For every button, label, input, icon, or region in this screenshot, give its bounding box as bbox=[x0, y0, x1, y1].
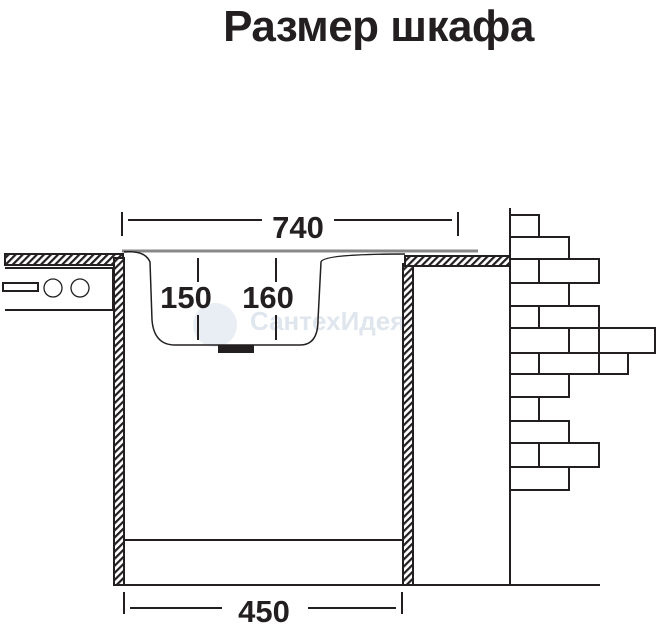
brick bbox=[568, 327, 600, 354]
watermark-logo bbox=[193, 303, 237, 347]
brick bbox=[598, 327, 656, 354]
diagram-title: Размер шкафа bbox=[223, 2, 534, 51]
dim-bowl-depth-left: 150 bbox=[160, 280, 212, 315]
brick bbox=[509, 258, 540, 284]
brick bbox=[538, 258, 600, 284]
dimension-740 bbox=[121, 212, 459, 236]
dim-bowl-depth-right: 160 bbox=[242, 280, 294, 315]
brick bbox=[509, 442, 540, 468]
right-countertop bbox=[404, 255, 511, 267]
brick bbox=[509, 466, 570, 491]
brick bbox=[509, 305, 540, 329]
brick bbox=[509, 420, 570, 444]
brick bbox=[509, 352, 540, 375]
drain bbox=[218, 345, 254, 353]
appliance-handle bbox=[2, 282, 39, 292]
brick bbox=[538, 305, 600, 329]
brick bbox=[509, 236, 570, 260]
dimension-450 bbox=[123, 592, 403, 614]
brick bbox=[598, 352, 629, 375]
brick bbox=[509, 396, 540, 422]
dim-cabinet-width: 450 bbox=[238, 594, 290, 627]
brick bbox=[509, 214, 540, 238]
brick bbox=[509, 282, 570, 307]
brick-wall bbox=[509, 208, 656, 585]
brick bbox=[538, 442, 600, 468]
dim-sink-width: 740 bbox=[272, 210, 324, 245]
brick bbox=[509, 327, 570, 354]
appliance-knob-icon bbox=[43, 278, 63, 298]
cabinet-left-panel bbox=[113, 257, 125, 586]
brick bbox=[538, 352, 600, 375]
cabinet-right-panel bbox=[402, 263, 414, 586]
left-countertop bbox=[4, 253, 124, 266]
appliance-knob-icon bbox=[70, 278, 90, 298]
sink bbox=[122, 249, 478, 353]
brick bbox=[509, 373, 570, 398]
